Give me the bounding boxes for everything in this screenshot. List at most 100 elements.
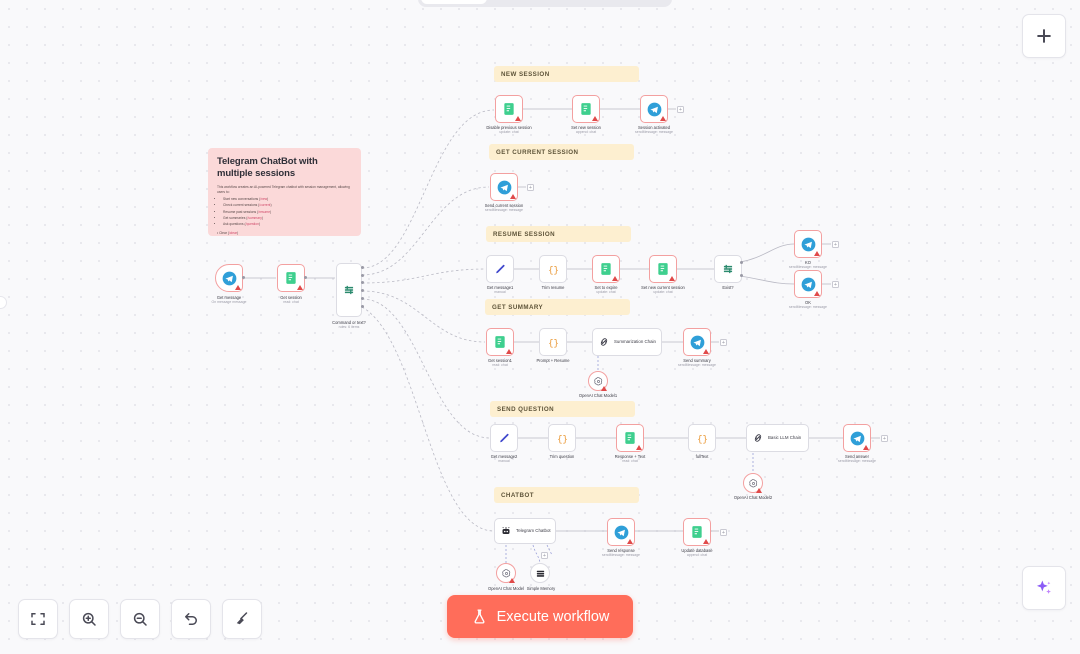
sticky-note[interactable]: Telegram ChatBot with multiple sessions … bbox=[208, 148, 361, 236]
node-summarization-chain[interactable]: Summarization Chain bbox=[592, 328, 662, 356]
edit-fields-icon bbox=[495, 264, 505, 273]
group-get-summary[interactable]: GET SUMMARY bbox=[485, 299, 630, 315]
subnode-simple-memory[interactable] bbox=[530, 563, 550, 583]
node-warning-icon bbox=[702, 349, 709, 354]
node-ok[interactable] bbox=[794, 270, 822, 298]
node-get-session[interactable] bbox=[277, 264, 305, 292]
add-connected-node-button[interactable]: + bbox=[832, 281, 839, 288]
fit-to-view-button[interactable] bbox=[18, 599, 58, 639]
add-connected-node-button[interactable]: + bbox=[677, 106, 684, 113]
add-tool-button[interactable]: + bbox=[541, 552, 548, 559]
node-set-to-expire[interactable] bbox=[592, 255, 620, 283]
node-port-out[interactable] bbox=[361, 266, 365, 270]
node-exist[interactable] bbox=[714, 255, 742, 283]
node-port-out[interactable] bbox=[361, 305, 365, 309]
node-get-message2[interactable] bbox=[490, 424, 518, 452]
sticky-note-bullet: Resume past sessions (/resume) bbox=[223, 210, 352, 215]
node-send-response[interactable] bbox=[607, 518, 635, 546]
execute-workflow-button[interactable]: Execute workflow bbox=[447, 595, 633, 638]
zoom-out-icon bbox=[133, 612, 147, 626]
node-get-message1[interactable] bbox=[486, 255, 514, 283]
node-get-session1[interactable] bbox=[486, 328, 514, 356]
node-port-out[interactable] bbox=[740, 261, 744, 265]
subnode-openai-chat-model1[interactable] bbox=[588, 371, 608, 391]
group-send-question[interactable]: SEND QUESTION bbox=[490, 401, 635, 417]
node-basic-llm-chain[interactable]: Basic LLM Chain bbox=[746, 424, 809, 452]
node-port-out[interactable] bbox=[361, 274, 365, 278]
openai-icon bbox=[593, 376, 602, 385]
node-update-database[interactable] bbox=[683, 518, 711, 546]
node-prompt-plus-resume[interactable]: {} bbox=[539, 328, 567, 356]
tab-executions[interactable]: Executions bbox=[487, 0, 576, 4]
node-port-out[interactable] bbox=[740, 274, 744, 278]
add-connected-node-button[interactable]: + bbox=[720, 339, 727, 346]
node-caption: OpenAI Chat Model2 bbox=[733, 495, 773, 500]
node-disable-previous-session[interactable] bbox=[495, 95, 523, 123]
tab-editor[interactable]: Editor bbox=[421, 0, 487, 4]
node-ko[interactable] bbox=[794, 230, 822, 258]
node-send-current-session[interactable] bbox=[490, 173, 518, 201]
node-port-out[interactable] bbox=[361, 297, 365, 301]
sticky-note-bullet: Start new conversations (/new) bbox=[223, 197, 352, 202]
code-icon: {} bbox=[557, 434, 568, 444]
flask-icon bbox=[474, 609, 485, 624]
canvas-toolbar[interactable] bbox=[18, 599, 262, 639]
group-resume-session[interactable]: RESUME SESSION bbox=[486, 226, 631, 242]
subnode-openai-chat-model[interactable] bbox=[496, 563, 516, 583]
group-chatbot[interactable]: CHATBOT bbox=[494, 487, 639, 503]
sidebar-collapse-handle[interactable] bbox=[0, 296, 7, 309]
node-fulltext[interactable]: {} bbox=[688, 424, 716, 452]
svg-text:{}: {} bbox=[548, 338, 559, 348]
node-telegram-chatbot[interactable]: Telegram Chatbot bbox=[494, 518, 556, 544]
node-response-plus-text[interactable] bbox=[616, 424, 644, 452]
node-session-activated[interactable] bbox=[640, 95, 668, 123]
node-send-summary[interactable] bbox=[683, 328, 711, 356]
openai-icon bbox=[501, 568, 510, 577]
code-icon: {} bbox=[548, 265, 559, 275]
node-label: Basic LLM Chain bbox=[768, 435, 802, 441]
node-trim-question[interactable]: {} bbox=[548, 424, 576, 452]
editor-tabbar[interactable]: Editor Executions Evaluations bbox=[418, 0, 672, 7]
add-connected-node-button[interactable]: + bbox=[881, 435, 888, 442]
group-new-session[interactable]: NEW SESSION bbox=[494, 66, 639, 82]
node-warning-icon bbox=[505, 349, 512, 354]
switch-icon bbox=[344, 285, 354, 295]
add-connected-node-button[interactable]: + bbox=[720, 529, 727, 536]
ai-assistant-button[interactable] bbox=[1022, 566, 1066, 610]
node-port[interactable] bbox=[242, 276, 246, 280]
reset-zoom-button[interactable] bbox=[171, 599, 211, 639]
node-set-new-session[interactable] bbox=[572, 95, 600, 123]
node-caption: OpenAI Chat Model1 bbox=[578, 393, 618, 398]
add-connected-node-button[interactable]: + bbox=[527, 184, 534, 191]
node-port[interactable] bbox=[304, 276, 308, 280]
node-port-out[interactable] bbox=[361, 281, 365, 285]
node-port-out[interactable] bbox=[361, 289, 365, 293]
add-connected-node-button[interactable]: + bbox=[832, 241, 839, 248]
node-send-answer[interactable] bbox=[843, 424, 871, 452]
group-get-current-session[interactable]: GET CURRENT SESSION bbox=[489, 144, 634, 160]
zoom-in-button[interactable] bbox=[69, 599, 109, 639]
zoom-out-button[interactable] bbox=[120, 599, 160, 639]
tab-evaluations[interactable]: Evaluations bbox=[576, 0, 669, 4]
node-get-message[interactable] bbox=[215, 264, 243, 292]
supabase-icon bbox=[692, 526, 702, 538]
node-warning-icon bbox=[813, 291, 820, 296]
node-warning-icon bbox=[591, 116, 598, 121]
node-set-new-current-session[interactable] bbox=[649, 255, 677, 283]
node-warning-icon bbox=[635, 445, 642, 450]
subnode-openai-chat-model2[interactable] bbox=[743, 473, 763, 493]
node-warning-icon bbox=[601, 386, 607, 391]
add-node-button[interactable] bbox=[1022, 14, 1066, 58]
node-trim-resume[interactable]: {} bbox=[539, 255, 567, 283]
node-command-or-text[interactable] bbox=[336, 263, 362, 317]
tidy-up-button[interactable] bbox=[222, 599, 262, 639]
